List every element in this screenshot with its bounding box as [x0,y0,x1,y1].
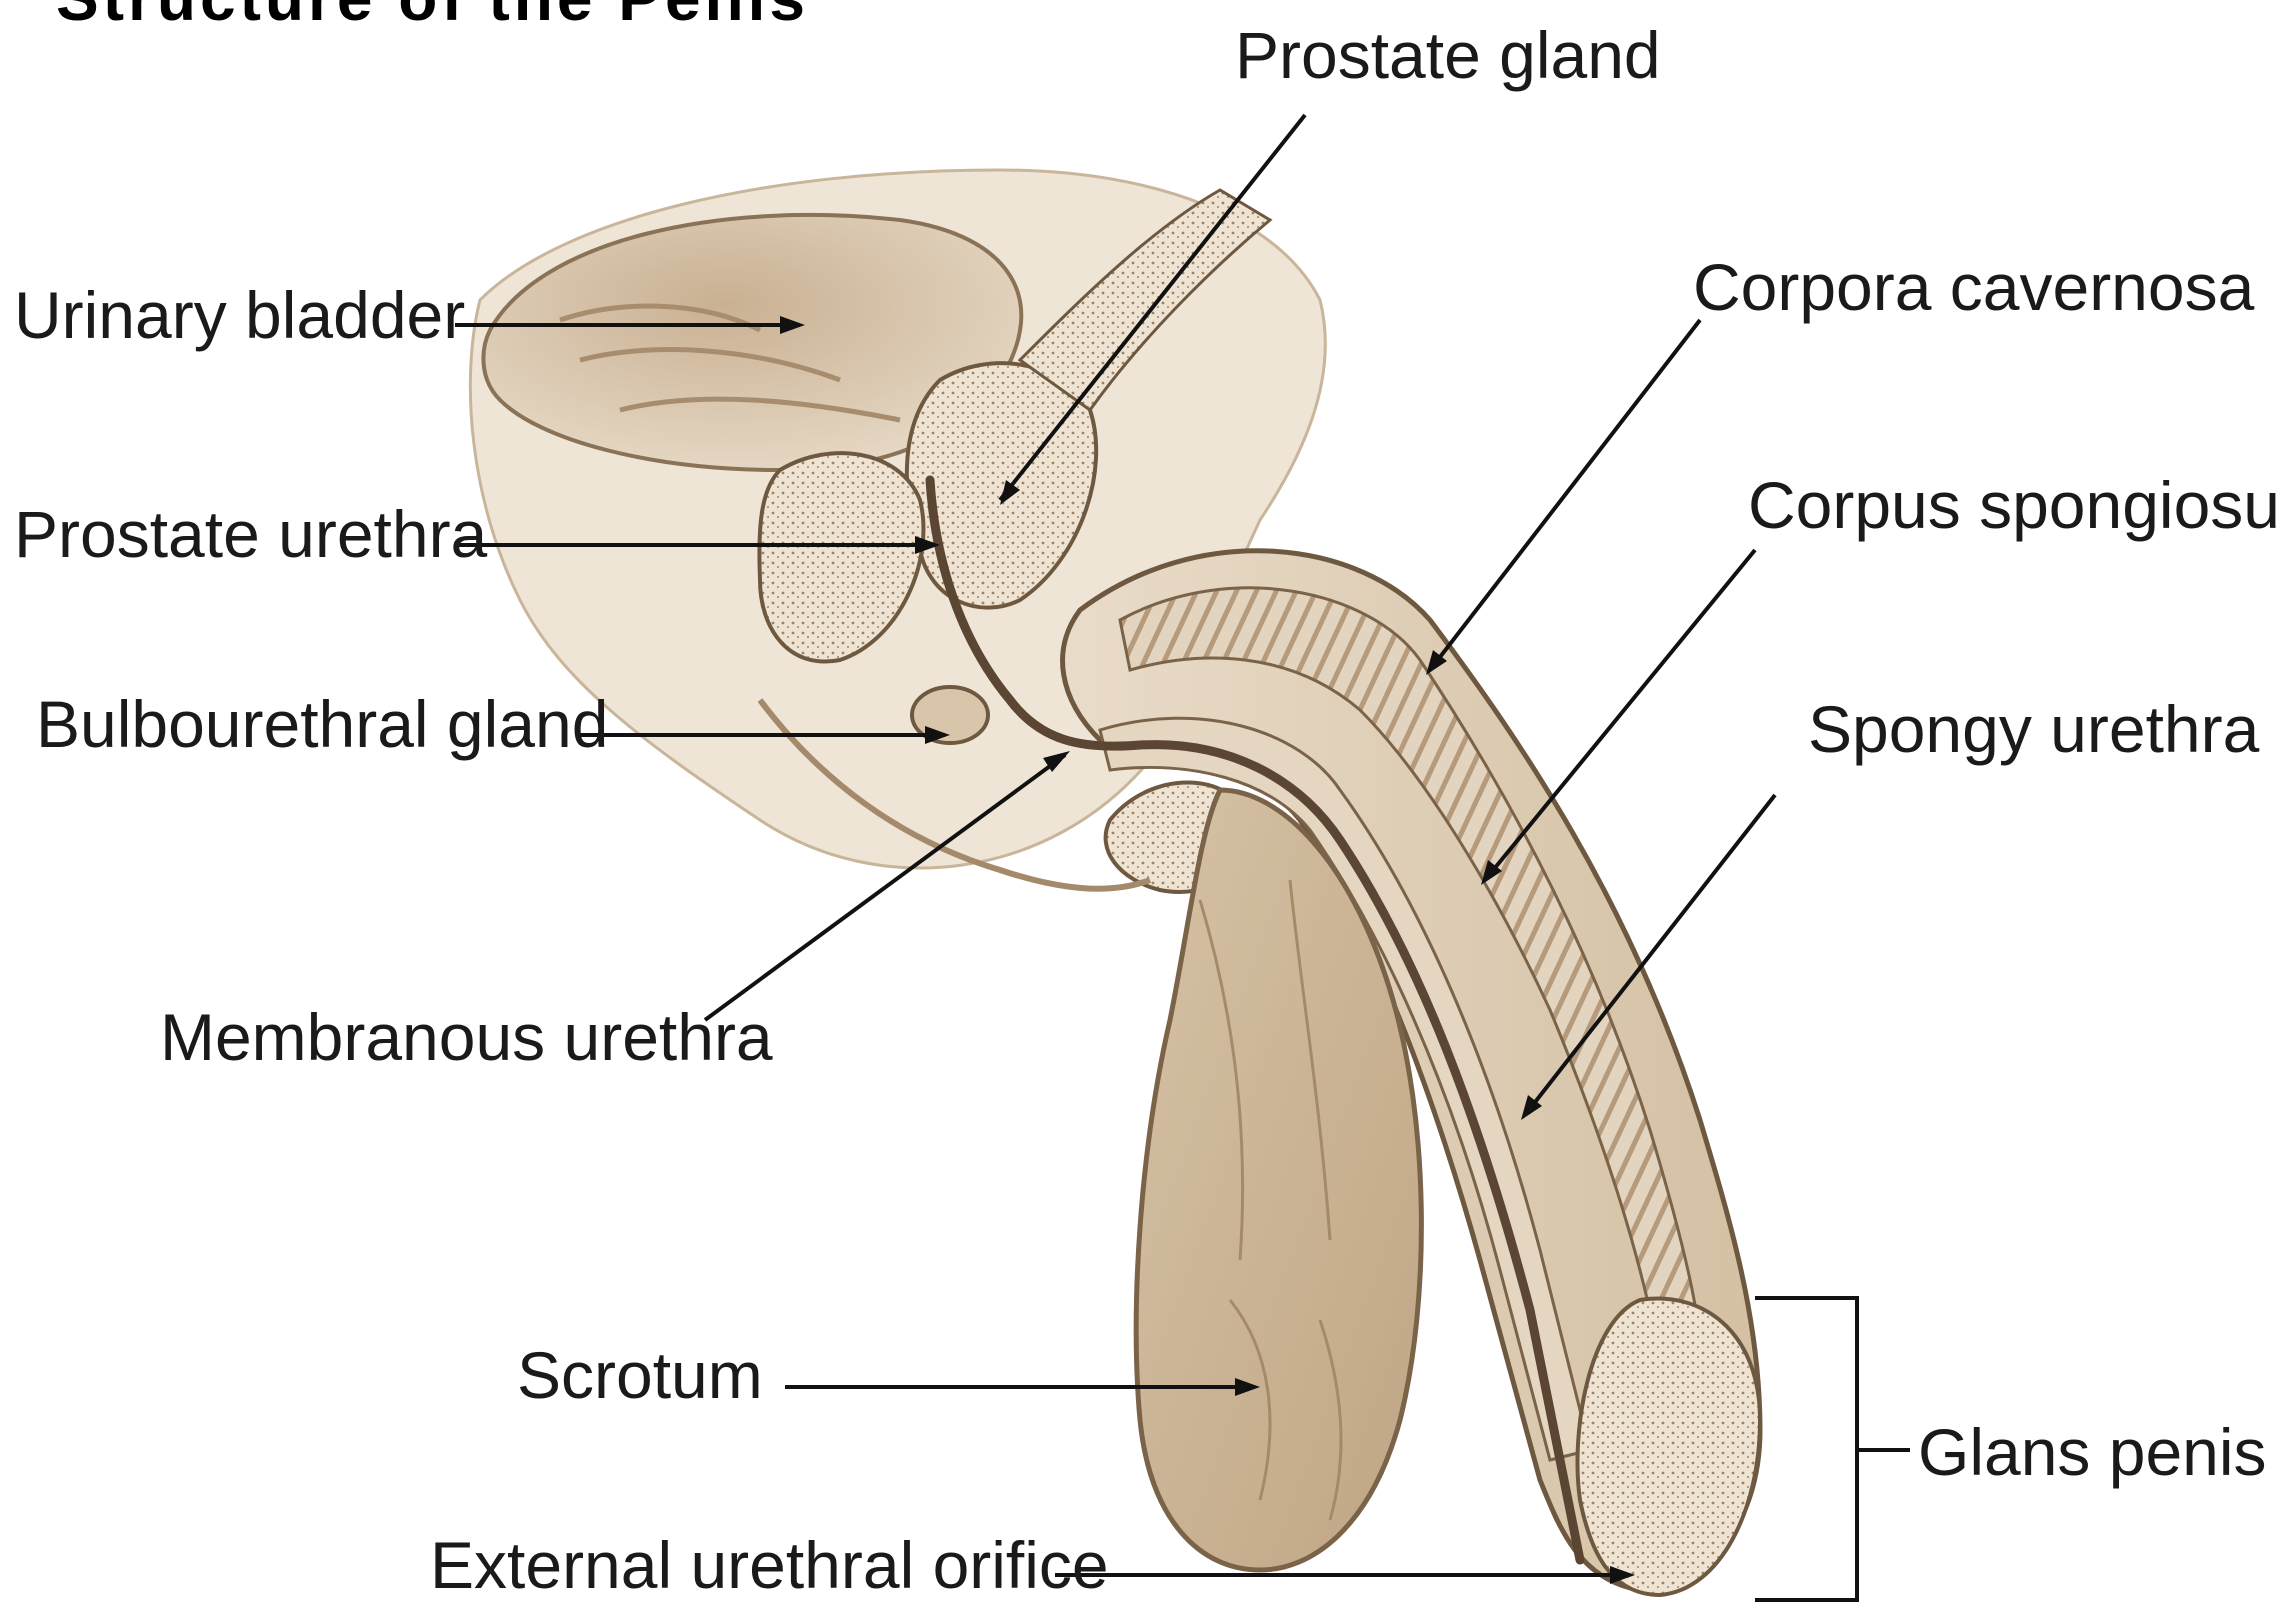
glans-penis-shape [1575,1296,1763,1598]
scrotum-shape [1133,787,1424,1573]
label-external-urethral-orifice: External urethral orifice [430,1528,1109,1602]
leader-prostate-gland [998,113,1307,502]
label-prostate-urethra: Prostate urethra [14,497,488,571]
duct-structure [1017,188,1273,413]
arrowhead-prostate-urethra [915,536,940,554]
label-membranous-urethra: Membranous urethra [160,1000,773,1074]
anatomy-illustration [468,168,1763,1598]
arrowhead-urinary-bladder [780,316,805,334]
urethra-path [925,475,1585,1565]
glans-penis-bracket [1755,1296,1910,1602]
label-corpus-spongiosum: Corpus spongiosum [1748,468,2276,542]
label-bulbourethral-gland: Bulbourethral gland [36,687,608,761]
arrowhead-spongy-urethra [1521,1095,1542,1120]
arrowhead-external-urethral-orifice [1610,1566,1635,1584]
arrowhead-prostate-gland [1000,480,1020,505]
label-urinary-bladder: Urinary bladder [14,278,465,352]
posterior-gland-shape [757,451,926,664]
arrowhead-corpus-spongiosum [1481,860,1502,885]
arrowhead-corpora-cavernosa [1426,650,1447,675]
label-glans-penis: Glans penis [1918,1415,2267,1489]
pelvic-floor [757,698,1152,892]
leader-membranous-urethra [703,753,1067,1022]
arrowhead-membranous-urethra [1043,751,1070,772]
arrowhead-scrotum [1235,1378,1260,1396]
label-scrotum: Scrotum [517,1338,763,1412]
labels: Prostate gland Urinary bladder Corpora c… [14,18,2276,1602]
label-corpora-cavernosa: Corpora cavernosa [1693,250,2255,324]
scrotum-texture [1198,879,1343,1521]
leader-spongy-urethra [1523,793,1777,1117]
leader-corpus-spongiosum [1483,548,1757,882]
label-spongy-urethra: Spongy urethra [1808,692,2260,766]
arrowhead-bulbourethral-gland [925,726,950,744]
leader-lines [455,113,1910,1602]
diagram-title: Structure of the Penis [56,0,809,34]
leader-corpora-cavernosa [1428,318,1702,672]
bladder-folds [559,303,901,423]
label-prostate-gland: Prostate gland [1235,18,1661,92]
